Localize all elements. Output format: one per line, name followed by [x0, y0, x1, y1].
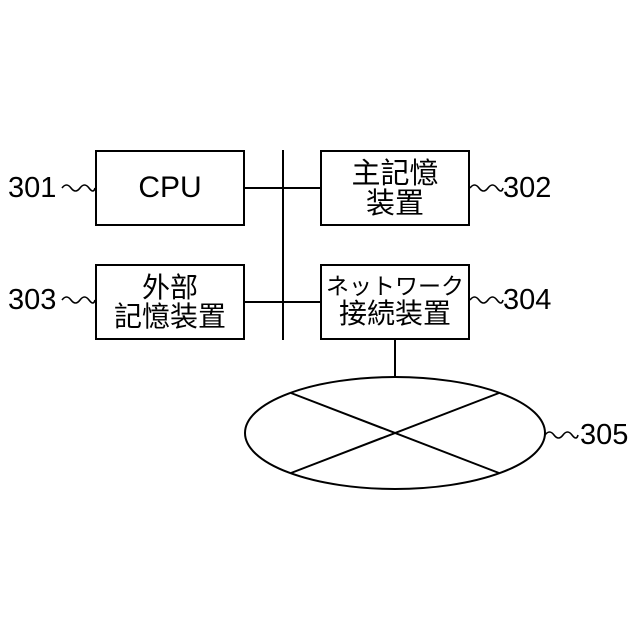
- ref-label-302: 302: [503, 174, 551, 203]
- ref-label-304: 304: [503, 286, 551, 315]
- main-memory-block: 主記憶 装置: [320, 150, 470, 226]
- network-interface-block: ネットワーク 接続装置: [320, 264, 470, 340]
- main-memory-label-line-1: 主記憶: [351, 158, 438, 188]
- external-storage-block: 外部 記憶装置: [95, 264, 245, 340]
- ref-leader-303: [62, 297, 95, 303]
- ref-label-301: 301: [8, 174, 56, 203]
- main-memory-label-line-2: 装置: [366, 188, 424, 218]
- cpu-block: CPU: [95, 150, 245, 226]
- ref-label-305: 305: [580, 421, 628, 450]
- network-interface-label-line-1: ネットワーク: [326, 275, 464, 299]
- ref-leader-301: [62, 185, 95, 191]
- ref-label-303: 303: [8, 286, 56, 315]
- cpu-label: CPU: [138, 172, 201, 204]
- external-storage-label-line-1: 外部: [142, 273, 198, 302]
- network-interface-label-line-2: 接続装置: [339, 299, 451, 328]
- ref-leader-305: [545, 432, 578, 438]
- ref-leader-302: [470, 185, 503, 191]
- ref-leader-304: [470, 297, 503, 303]
- external-storage-label-line-2: 記憶装置: [114, 302, 226, 331]
